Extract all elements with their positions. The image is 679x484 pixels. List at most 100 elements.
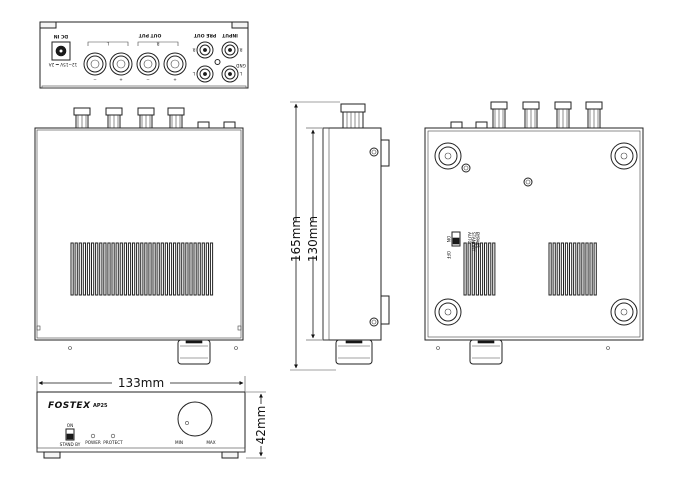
vent-slot [86,242,91,296]
standby-mode-switch[interactable] [451,231,461,247]
volume-max-label: MAX [206,440,215,445]
vent-slot [144,242,148,296]
vent-slot [119,242,123,296]
speaker-post [490,101,508,129]
vent-slot [569,242,573,296]
vent-slot [201,242,205,296]
dim-front-height: 42mm [254,406,268,445]
vent-slot [548,242,552,296]
vent-slot [564,242,569,296]
vent-slot [91,242,95,296]
vent-slot [488,242,492,296]
vent-slot [209,242,214,296]
rubber-foot [434,142,462,170]
rear-panel-view: DC IN 12~15V ⎓ 2A OUT PUT L R − + − + PR… [39,21,249,89]
speaker-post [105,107,123,129]
speaker-terminal [136,52,160,76]
vent-slot [78,242,82,296]
vent-slot [152,242,156,296]
bottom-vent-slots-left [463,242,496,296]
power-led [90,433,96,439]
vent-slot [193,242,197,296]
speaker-terminal [163,52,187,76]
rear-foot-left [39,21,57,29]
side-view-front-lip [322,127,330,341]
bottom-foot-mark [606,346,610,350]
front-foot-left [43,451,61,459]
top-view-tab [36,325,41,331]
vent-slot [164,242,169,296]
vent-slot [99,242,103,296]
top-view-foot-mark [68,346,72,350]
rear-bottom-edge [41,85,247,89]
rubber-foot [434,298,462,326]
brand-logo: FOSTEX [48,401,91,411]
vent-slot [156,242,160,296]
rca-jack [196,65,214,83]
vent-slot [556,242,560,296]
speaker-post [554,101,572,129]
top-view-tab [237,325,242,331]
vent-slot [197,242,201,296]
vent-slot [185,242,189,296]
vent-slot [552,242,556,296]
top-view-volume-knob [177,339,211,365]
vent-slot [585,242,589,296]
vent-slot [560,242,564,296]
vent-slot [140,242,144,296]
dim-height-total: 165mm [289,216,303,262]
top-view [34,107,244,365]
vent-slot [70,242,74,296]
side-view-volume-knob [335,339,373,365]
mode-label: BYPASS [475,232,480,248]
polarity-label: + [119,77,123,82]
polarity-label: + [173,77,177,82]
power-switch-on-label: ON [67,423,73,428]
input-label: INPUT [221,32,238,38]
vent-slot [123,242,128,296]
vent-slot [479,242,484,296]
bottom-view: ON AUTO STANDBY BYPASS OFF [424,101,644,365]
vent-slot [127,242,132,296]
speaker-post [522,101,540,129]
vent-slot [173,242,177,296]
dc-in-label: DC IN [54,33,68,39]
side-view: 165mm 130mm [289,101,390,371]
bottom-screw [461,163,471,173]
vent-slot [589,242,593,296]
output-channel-l: L [106,41,109,46]
speaker-post [585,101,603,129]
pre-out-label: PRE OUT [193,32,216,38]
power-switch[interactable] [65,428,75,441]
protect-label: PROTECT [103,440,123,445]
rca-jack [221,65,239,83]
vent-slot [115,242,119,296]
power-label: POWER [85,440,101,445]
rca-jacks [196,41,239,83]
vent-slot [74,242,78,296]
vent-slot [181,242,185,296]
rca-label-r: R [192,47,195,52]
vent-slot [177,242,181,296]
output-channel-r: R [156,41,159,46]
vent-slot [581,242,585,296]
dc-in-jack [51,41,71,61]
volume-knob[interactable] [177,401,213,437]
vent-slot [467,242,471,296]
output-brackets [87,41,179,46]
gnd-label: GND [236,63,246,68]
rear-foot-right [231,21,249,29]
bottom-screw [523,177,533,187]
vent-slot [111,242,115,296]
vent-slot [107,242,111,296]
rca-label-l: L [192,71,195,76]
front-panel-view: 133mm FOSTEX AP25 ON STAND BY POWER PROT… [36,376,268,459]
standby-label: STAND BY [60,442,81,447]
side-view-screw [369,317,379,327]
vent-slot [492,242,496,296]
rubber-foot [610,142,638,170]
vent-slot [484,242,488,296]
speaker-terminal [109,52,133,76]
bottom-view-volume-knob [469,339,503,365]
